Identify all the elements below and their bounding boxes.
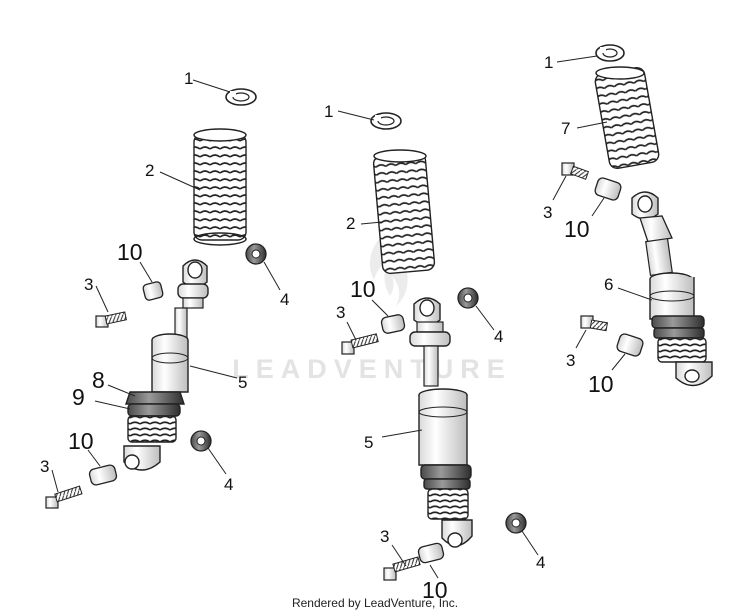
callout-3-upper: 3 [84, 275, 93, 294]
spacer-bushing-icon [417, 542, 445, 564]
footer-credit: Rendered by LeadVenture, Inc. [291, 596, 459, 610]
retainer-clip-icon [225, 88, 257, 106]
callout-10-lower: 10 [588, 371, 614, 397]
spacer-bushing-icon [594, 177, 622, 201]
callout-2: 2 [346, 214, 355, 233]
left-shock-assembly: 1 2 [40, 69, 289, 509]
middle-shock-assembly: 1 2 5 3 [324, 102, 545, 603]
bolt-icon [95, 311, 127, 328]
washer-bushing-icon [505, 512, 527, 534]
shock-absorber-icon [123, 259, 209, 471]
bolt-icon [561, 162, 590, 180]
callout-4-lower: 4 [536, 553, 545, 572]
spacer-bushing-icon [380, 314, 406, 334]
callout-9: 9 [72, 384, 85, 410]
bolt-icon [341, 333, 379, 355]
retainer-clip-icon [370, 112, 402, 130]
bolt-icon [45, 485, 83, 509]
shock-absorber-icon [631, 191, 713, 387]
bolt-icon [383, 556, 421, 581]
callout-3-upper: 3 [336, 303, 345, 322]
callout-6: 6 [604, 275, 613, 294]
callout-4-upper: 4 [494, 327, 503, 346]
callout-2: 2 [145, 161, 154, 180]
callout-3-lower: 3 [380, 527, 389, 546]
coil-spring-icon [193, 128, 247, 246]
bolt-icon [580, 315, 609, 332]
callout-7: 7 [561, 119, 570, 138]
callout-5: 5 [238, 373, 247, 392]
coil-spring-icon [372, 149, 436, 275]
callout-8: 8 [92, 367, 105, 393]
retainer-clip-icon [595, 44, 625, 62]
coil-spring-icon [594, 66, 660, 170]
spacer-bushing-icon [88, 464, 118, 486]
callout-10-lower: 10 [68, 428, 94, 454]
spacer-bushing-icon [142, 281, 164, 301]
spacer-bushing-icon [616, 333, 644, 357]
callout-5: 5 [364, 433, 373, 452]
callout-3-lower: 3 [40, 457, 49, 476]
callout-10-upper: 10 [564, 216, 590, 242]
right-shock-assembly: 1 7 6 3 [543, 44, 713, 397]
callout-3-lower: 3 [566, 351, 575, 370]
callout-10-lower: 10 [422, 577, 448, 603]
shock-absorber-icon [409, 297, 473, 548]
washer-bushing-icon [457, 287, 479, 309]
callout-10-upper: 10 [117, 239, 143, 265]
watermark: LEADVENTURE [232, 240, 512, 384]
callout-1: 1 [544, 53, 553, 72]
callout-10-upper: 10 [350, 276, 376, 302]
washer-bushing-icon [190, 430, 212, 452]
callout-1: 1 [184, 69, 193, 88]
callout-4-lower: 4 [224, 475, 233, 494]
washer-bushing-icon [245, 243, 267, 265]
callout-4-upper: 4 [280, 290, 289, 309]
callout-3-upper: 3 [543, 203, 552, 222]
callout-1: 1 [324, 102, 333, 121]
watermark-text: LEADVENTURE [232, 354, 512, 384]
